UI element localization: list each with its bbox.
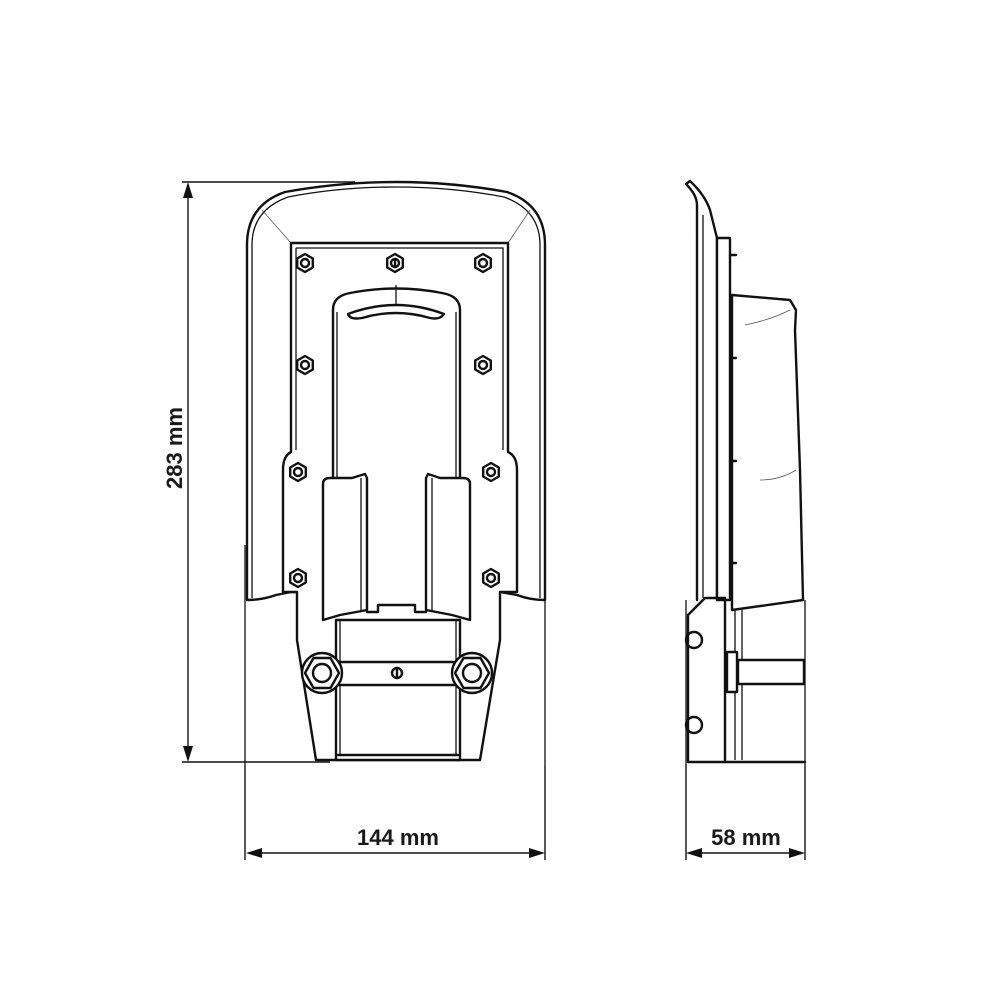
height-label: 283 mm bbox=[162, 407, 187, 489]
left-channel bbox=[321, 472, 369, 622]
dimension-width: 144 mm bbox=[244, 765, 546, 860]
width-label: 144 mm bbox=[357, 825, 439, 850]
dimension-depth: 58 mm bbox=[685, 765, 806, 860]
side-shell bbox=[684, 179, 719, 602]
side-bracket bbox=[686, 596, 727, 764]
hex-bolt-icon bbox=[482, 461, 500, 483]
clamp-nut-right bbox=[450, 651, 494, 695]
bolt-hole bbox=[485, 572, 497, 584]
right-channel bbox=[424, 472, 472, 622]
hex-bolt-icon bbox=[474, 354, 492, 376]
bolt-hole bbox=[299, 257, 311, 269]
pole-tube bbox=[334, 618, 462, 762]
bolt-hole bbox=[485, 466, 497, 478]
plate-bolts bbox=[289, 252, 500, 589]
hex-bolt-icon bbox=[289, 567, 307, 589]
side-view bbox=[684, 179, 807, 765]
hex-bolt-icon bbox=[289, 461, 307, 483]
front-view bbox=[244, 180, 547, 765]
depth-label: 58 mm bbox=[711, 825, 781, 850]
bolt-hole bbox=[477, 257, 489, 269]
hex-bolt-icon bbox=[296, 252, 314, 274]
bolt-hole bbox=[292, 466, 304, 478]
hex-bolt-icon bbox=[386, 252, 404, 274]
bolt-hole bbox=[299, 359, 311, 371]
clamp-nut-left bbox=[300, 651, 344, 695]
hex-bolt-icon bbox=[474, 252, 492, 274]
dimension-height: 283 mm bbox=[162, 181, 355, 763]
hex-bolt-icon bbox=[296, 354, 314, 376]
bolt-hole bbox=[292, 572, 304, 584]
hex-bolt-icon bbox=[482, 567, 500, 589]
side-body bbox=[730, 293, 805, 612]
bolt-hole bbox=[477, 359, 489, 371]
